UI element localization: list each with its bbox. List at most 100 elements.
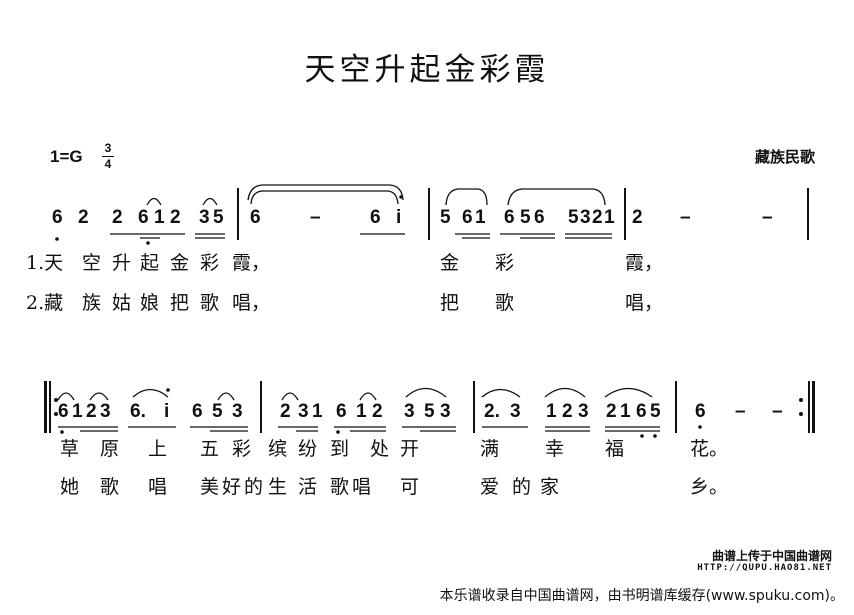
repeat-start-thick (44, 381, 47, 433)
lyric-syllable: 1.天 (26, 252, 64, 274)
system2-note: 6 (636, 401, 647, 422)
lyric-syllable: 美 (200, 476, 220, 498)
song-title: 天空升起金彩霞 (304, 52, 550, 88)
system1-note: – (680, 207, 691, 228)
system1-note: 6 (534, 207, 545, 228)
system1-note: – (310, 207, 321, 228)
lyric-syllable: 她 (60, 476, 80, 498)
system2-note: 5 (424, 401, 435, 422)
tie (202, 197, 218, 206)
system2-note: 6. (130, 401, 146, 422)
lyric-syllable: 娘 (140, 292, 160, 314)
lyric-syllable: 霞， (232, 252, 271, 274)
system2-note: 1 (312, 401, 323, 422)
system1-note: 1 (475, 207, 486, 228)
system1-note: 6 (250, 207, 261, 228)
lyric-syllable: 唱， (232, 292, 271, 314)
lyric-syllable: 福 (605, 438, 625, 460)
lyric-syllable: 升 (112, 252, 132, 274)
lyric-syllable: 幸 (545, 438, 565, 460)
system1-note: 2 (112, 207, 123, 228)
lyric-syllable: 好 (222, 476, 242, 498)
lyric-syllable: 生 (268, 476, 288, 498)
repeat-end-thin (808, 381, 810, 433)
system2-note: 3 (440, 401, 451, 422)
watermark-line-2: HTTP://QUPU.HAO81.NET (697, 563, 832, 573)
song-source: 藏族民歌 (755, 148, 816, 166)
system1-note: 1 (604, 207, 615, 228)
lyric-syllable: 彩 (232, 438, 252, 460)
slur (250, 190, 399, 205)
system1-note: 3 (199, 207, 210, 228)
lyric-syllable: 的 (512, 476, 532, 498)
lyric-syllable: 歌 (100, 476, 120, 498)
lyric-syllable: 乡。 (690, 476, 729, 498)
time-signature-bottom: 4 (104, 157, 112, 171)
system1-note: 5 (520, 207, 531, 228)
system2-note: 3 (578, 401, 589, 422)
time-signature: 3 4 (102, 142, 114, 171)
lyric-syllable: 纷 (298, 438, 318, 460)
lyric-syllable: 满 (480, 438, 500, 460)
system2-note: – (735, 401, 746, 422)
lyric-syllable: 歌 (330, 476, 350, 498)
system2-note: 3 (404, 401, 415, 422)
barline (624, 188, 626, 240)
watermark-line-1: 曲谱上传于中国曲谱网 (711, 549, 832, 563)
time-signature-top: 3 (104, 141, 112, 155)
system2-note: 6 (58, 401, 69, 422)
system2-note: 2 (562, 401, 573, 422)
lyric-syllable: 五 (200, 438, 220, 460)
lyric-syllable: 金 (170, 252, 190, 274)
lyric-syllable: 处 (370, 438, 390, 460)
system2-note: 1 (546, 401, 557, 422)
system2-note: – (772, 401, 783, 422)
lyric-syllable: 缤 (268, 438, 288, 460)
system2-note: i (164, 401, 170, 422)
system1-note: 5 (213, 207, 224, 228)
system2-note: 2 (372, 401, 383, 422)
lyric-syllable: 把 (170, 292, 190, 314)
lyric-syllable: 花。 (690, 438, 729, 460)
footer-credit: 本乐谱收录自中国曲谱网，由书明谱库缓存(www.spuku.com)。 (439, 588, 844, 604)
lyric-syllable: 草 (60, 438, 80, 460)
system1-note: 2 (632, 207, 643, 228)
system1-note: 6 (504, 207, 515, 228)
lyric-syllable: 可 (400, 476, 420, 498)
system1-note: – (762, 207, 773, 228)
lyric-syllable: 唱， (625, 292, 664, 314)
lyric-syllable: 2.藏 (26, 292, 64, 314)
system2-note: 6 (192, 401, 203, 422)
system2-note: 3 (298, 401, 309, 422)
barline (807, 188, 809, 240)
lyric-syllable: 原 (100, 438, 120, 460)
system1-note: 1 (154, 207, 165, 228)
lyric-syllable: 姑 (112, 292, 132, 314)
lyric-syllable: 空 (82, 252, 102, 274)
key-signature: 1=G (50, 147, 83, 166)
system2-note: 2 (280, 401, 291, 422)
lyric-syllable: 金 (440, 252, 460, 274)
slur (247, 184, 404, 201)
lyric-syllable: 开 (400, 438, 420, 460)
repeat-start-thin (49, 381, 51, 433)
tie (146, 197, 162, 206)
lyric-syllable: 彩 (200, 252, 220, 274)
system2-note: 6 (695, 401, 706, 422)
lyric-syllable: 的 (244, 476, 264, 498)
system1-note: 2 (170, 207, 181, 228)
system2-note: 6 (336, 401, 347, 422)
lyric-syllable: 歌 (200, 292, 220, 314)
system1-note: 2 (592, 207, 603, 228)
lyric-syllable: 唱 (352, 476, 372, 498)
system1-note: 6 (370, 207, 381, 228)
lyric-syllable: 家 (540, 476, 560, 498)
lyric-syllable: 活 (298, 476, 318, 498)
system2-note: 3 (100, 401, 111, 422)
system2-note: 5 (650, 401, 661, 422)
barline (260, 381, 262, 433)
time-signature-line (102, 156, 114, 157)
system1-note: 6 (462, 207, 473, 228)
system1-note: 6 (52, 207, 63, 228)
